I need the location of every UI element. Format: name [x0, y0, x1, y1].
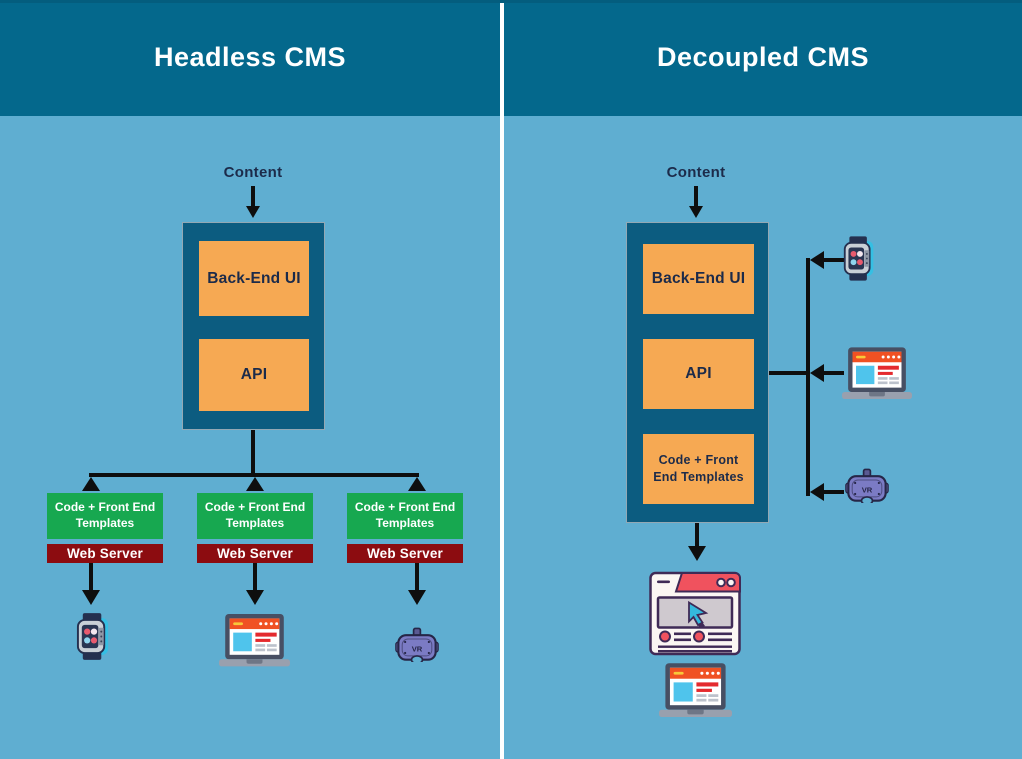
right-content-arrowhead — [689, 206, 703, 218]
branch3-device-connector — [415, 563, 419, 593]
branch3-webserver-node: Web Server — [347, 544, 463, 563]
right-vr-stub — [822, 490, 844, 494]
left-panel-title: Headless CMS — [153, 42, 347, 72]
header-band — [0, 0, 1022, 116]
left-backend-ui-node: Back-End UI — [199, 241, 309, 316]
panel-divider — [500, 0, 504, 759]
vr-label: VR — [412, 644, 423, 653]
branch1-templates-node: Code + Front End Templates — [47, 493, 163, 539]
right-backend-ui-node: Back-End UI — [643, 244, 754, 314]
smartwatch-icon — [75, 613, 112, 660]
branch3-down-arrowhead — [408, 590, 426, 605]
left-fanout-connector — [89, 473, 419, 477]
right-watch-stub — [822, 258, 844, 262]
right-vr-arrowhead — [810, 483, 824, 501]
top-border — [0, 0, 1022, 3]
laptop-icon — [842, 346, 912, 403]
right-content-arrow-stem — [694, 186, 698, 208]
right-device-bus-connector — [806, 258, 810, 496]
branch1-webserver-node: Web Server — [47, 544, 163, 563]
branch2-webserver-node: Web Server — [197, 544, 313, 563]
vr-label: VR — [862, 485, 873, 494]
right-templates-node: Code + Front End Templates — [643, 434, 754, 504]
branch1-device-connector — [89, 563, 93, 593]
right-content-label: Content — [666, 164, 726, 181]
left-content-label: Content — [223, 164, 283, 181]
branch3-up-arrowhead — [408, 477, 426, 491]
vr-headset-icon: VR — [395, 627, 439, 662]
right-laptop-arrowhead — [810, 364, 824, 382]
right-api-node: API — [643, 339, 754, 409]
branch2-down-arrowhead — [246, 590, 264, 605]
branch3-templates-node: Code + Front End Templates — [347, 493, 463, 539]
browser-window-icon — [649, 571, 741, 656]
left-api-node: API — [199, 339, 309, 411]
left-cms-stack: Back-End UI API — [182, 222, 325, 430]
right-watch-arrowhead — [810, 251, 824, 269]
laptop-icon — [659, 662, 732, 721]
laptop-icon — [219, 612, 290, 671]
right-output-arrowhead — [688, 546, 706, 561]
right-panel-title: Decoupled CMS — [656, 42, 870, 72]
left-api-down-connector — [251, 430, 255, 477]
branch1-down-arrowhead — [82, 590, 100, 605]
left-content-arrowhead — [246, 206, 260, 218]
branch2-up-arrowhead — [246, 477, 264, 491]
branch2-templates-node: Code + Front End Templates — [197, 493, 313, 539]
branch1-up-arrowhead — [82, 477, 100, 491]
branch2-device-connector — [253, 563, 257, 593]
left-content-arrow-stem — [251, 186, 255, 208]
right-cms-stack: Back-End UI API Code + Front End Templat… — [626, 222, 769, 523]
vr-headset-icon: VR — [845, 468, 889, 503]
right-output-connector — [695, 523, 699, 549]
smartwatch-icon — [842, 236, 877, 281]
right-api-out-connector — [769, 371, 810, 375]
right-laptop-stub — [822, 371, 844, 375]
